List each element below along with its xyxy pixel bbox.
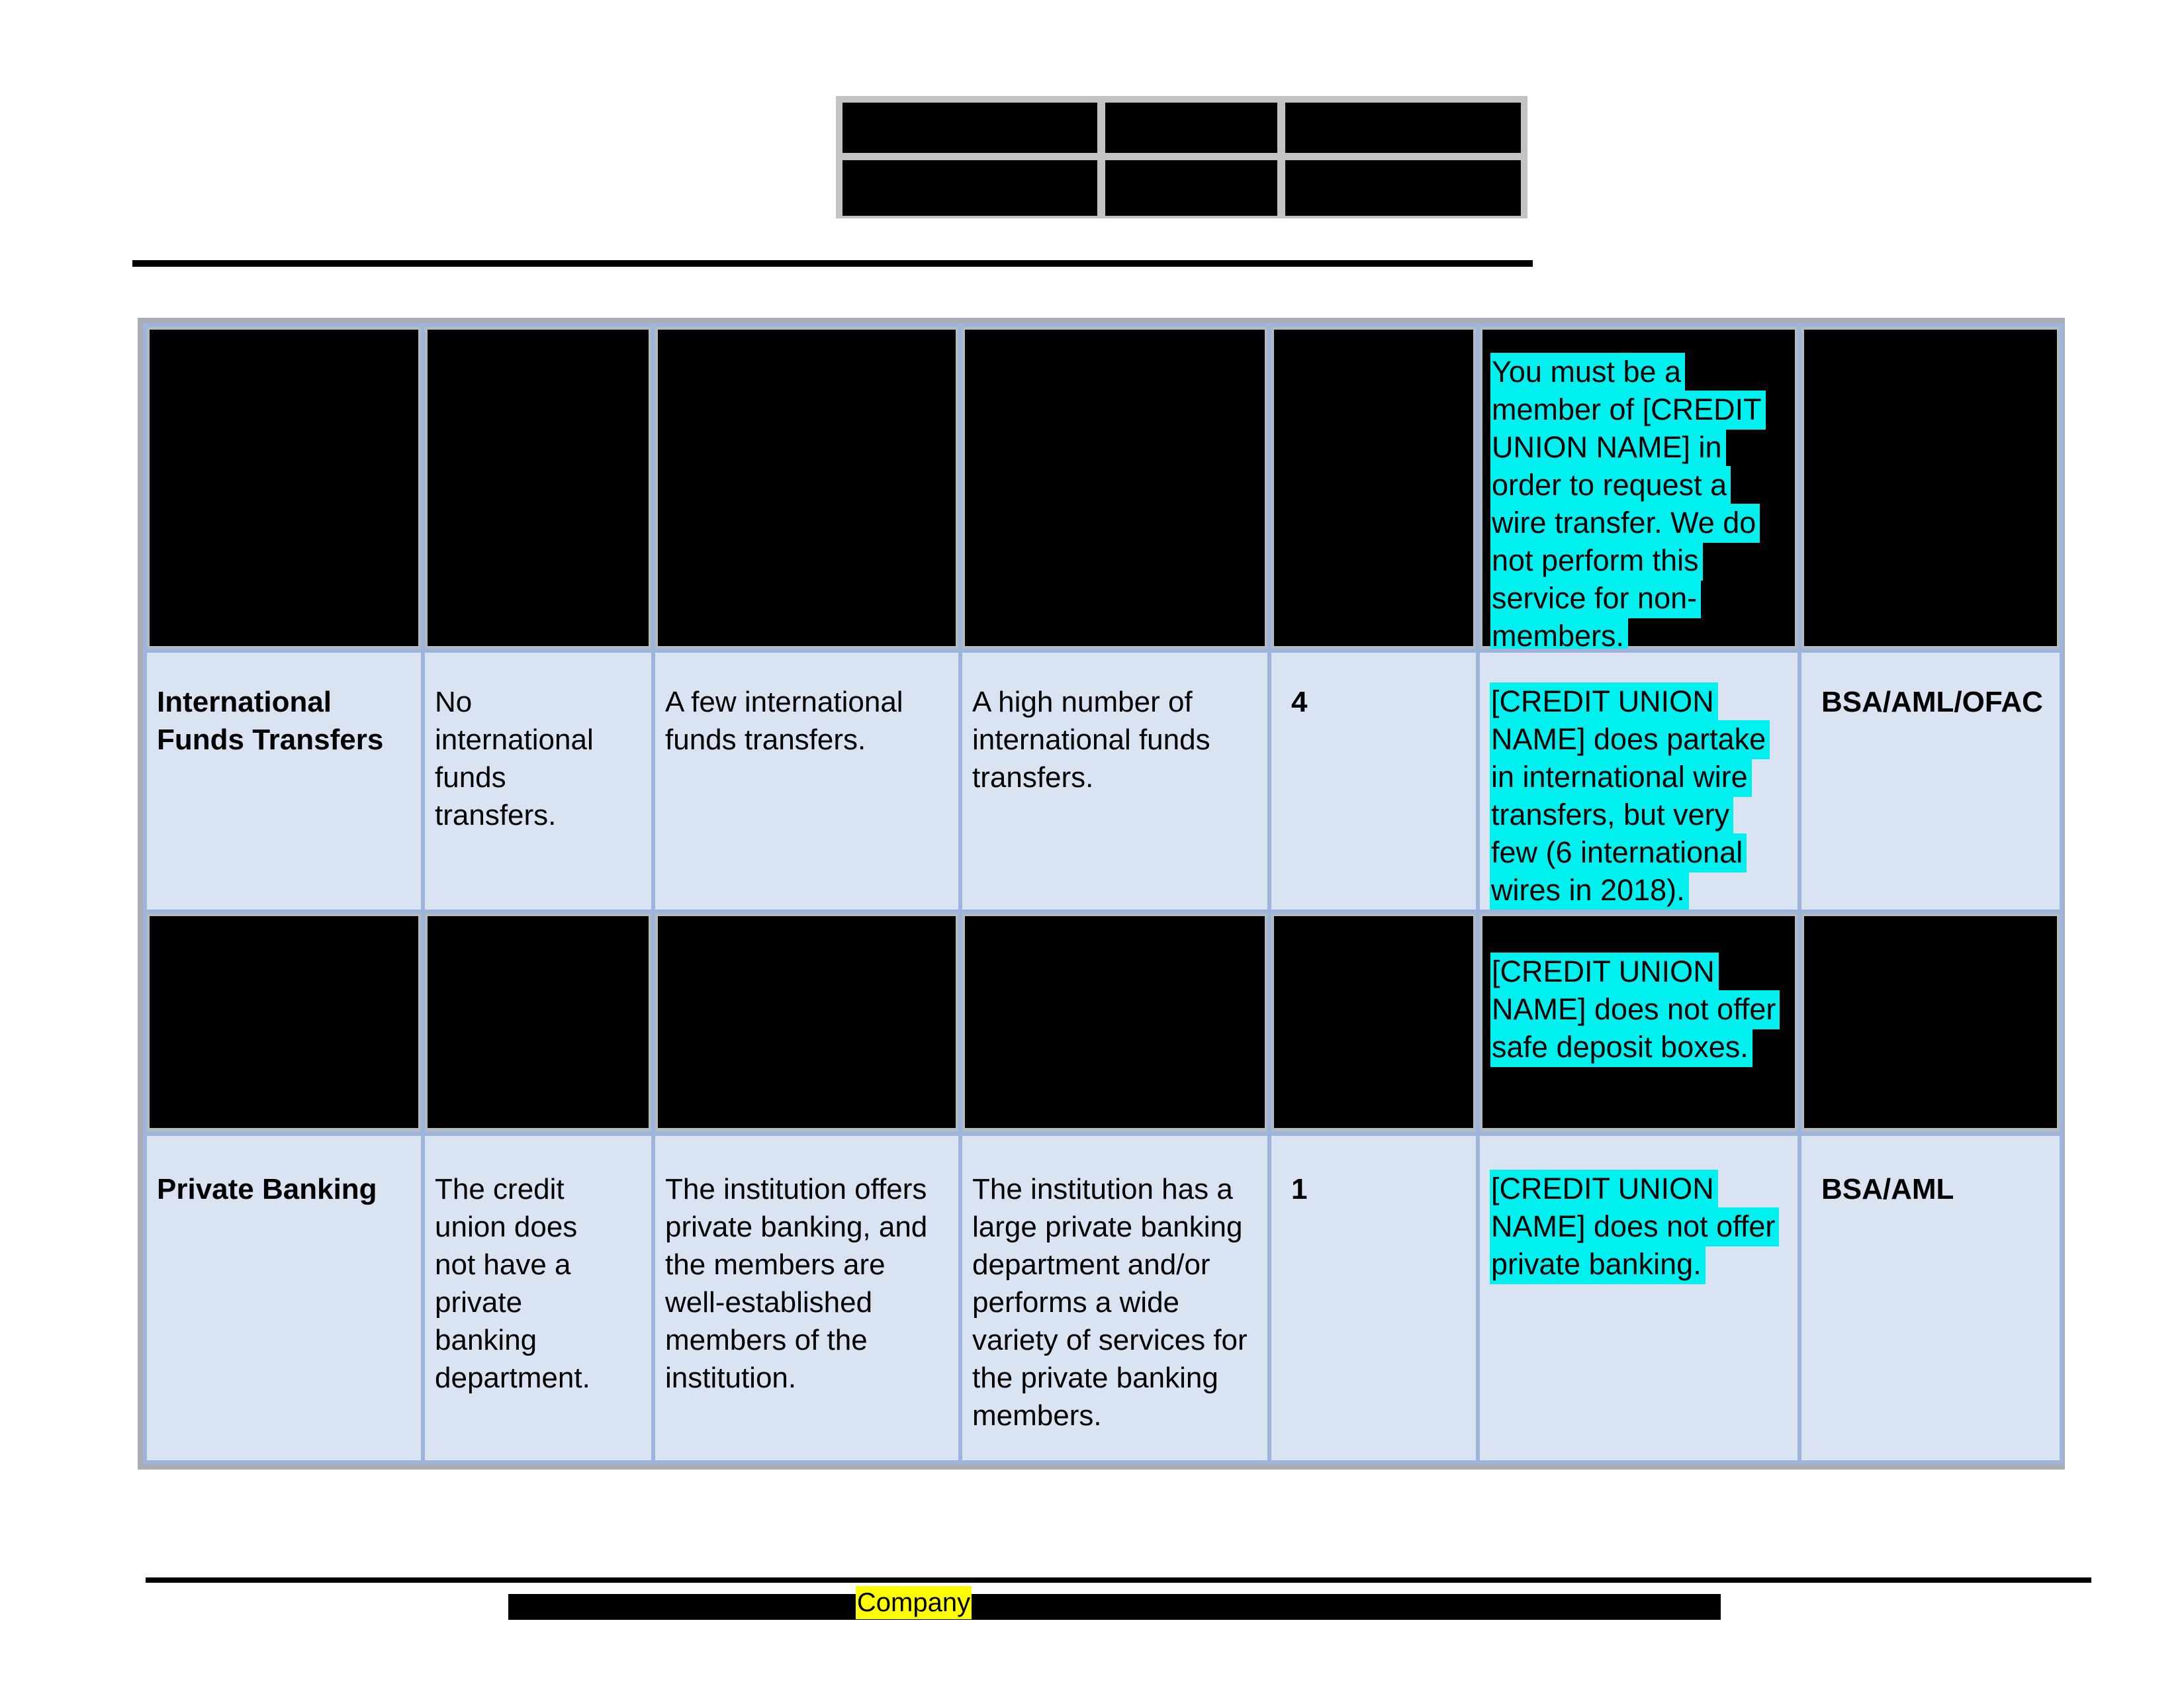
footer-horizontal-rule [146,1577,2091,1583]
footer-redaction-bar [508,1594,1721,1620]
risk-rating-cell: 1 [1267,1132,1480,1464]
redacted-cell [1105,160,1277,216]
redacted-cell [842,160,1097,216]
high-risk-cell: A high number of international funds tra… [958,649,1271,914]
comments-cell: [CREDIT UNION NAME] does partake in inte… [1476,649,1801,914]
comments-cell: [CREDIT UNION NAME] does not offer safe … [1476,910,1801,1136]
redacted-cell [143,323,425,653]
controls-cell: BSA/AML/OFAC [1797,649,2064,914]
header-horizontal-rule [132,260,1533,267]
table-row-private-banking: Private Banking The credit union does no… [143,1132,2064,1464]
redacted-cell [1267,323,1480,653]
company-label: Company [856,1587,971,1617]
comments-cell: You must be a member of [CREDIT UNION NA… [1476,323,1801,653]
redacted-cell [421,910,655,1136]
table-row-redacted: You must be a member of [CREDIT UNION NA… [143,323,2064,653]
cyan-highlighted-note: [CREDIT UNION NAME] does not offer priva… [1490,1170,1780,1284]
redacted-cell [1267,910,1480,1136]
low-risk-cell: No international funds transfers. [421,649,655,914]
redacted-cell [958,323,1271,653]
controls-cell: BSA/AML [1797,1132,2064,1464]
moderate-risk-cell: A few international funds transfers. [651,649,962,914]
redacted-cell [842,103,1097,153]
table-row-redacted: [CREDIT UNION NAME] does not offer safe … [143,910,2064,1136]
high-risk-cell: The institution has a large private bank… [958,1132,1271,1464]
redacted-cell [651,910,962,1136]
redacted-header-table [836,96,1527,218]
risk-assessment-table: You must be a member of [CREDIT UNION NA… [138,318,2065,1470]
moderate-risk-cell: The institution offers private banking, … [651,1132,962,1464]
table-row-international-funds-transfers: International Funds Transfers No interna… [143,649,2064,914]
redacted-cell [1285,103,1521,153]
redacted-cell [1105,103,1277,153]
redacted-cell [1797,323,2064,653]
company-highlight: Company [856,1586,972,1619]
cyan-highlighted-note: [CREDIT UNION NAME] does not offer safe … [1490,953,1780,1067]
risk-category-cell: International Funds Transfers [143,649,425,914]
redacted-cell [143,910,425,1136]
redacted-cell [1797,910,2064,1136]
comments-cell: [CREDIT UNION NAME] does not offer priva… [1476,1132,1801,1464]
low-risk-cell: The credit union does not have a private… [421,1132,655,1464]
redacted-cell [651,323,962,653]
risk-category-cell: Private Banking [143,1132,425,1464]
cyan-highlighted-note: [CREDIT UNION NAME] does partake in inte… [1490,682,1770,908]
risk-rating-cell: 4 [1267,649,1480,914]
redacted-cell [421,323,655,653]
redacted-cell [958,910,1271,1136]
redacted-cell [1285,160,1521,216]
cyan-highlighted-note: You must be a member of [CREDIT UNION NA… [1490,353,1766,647]
